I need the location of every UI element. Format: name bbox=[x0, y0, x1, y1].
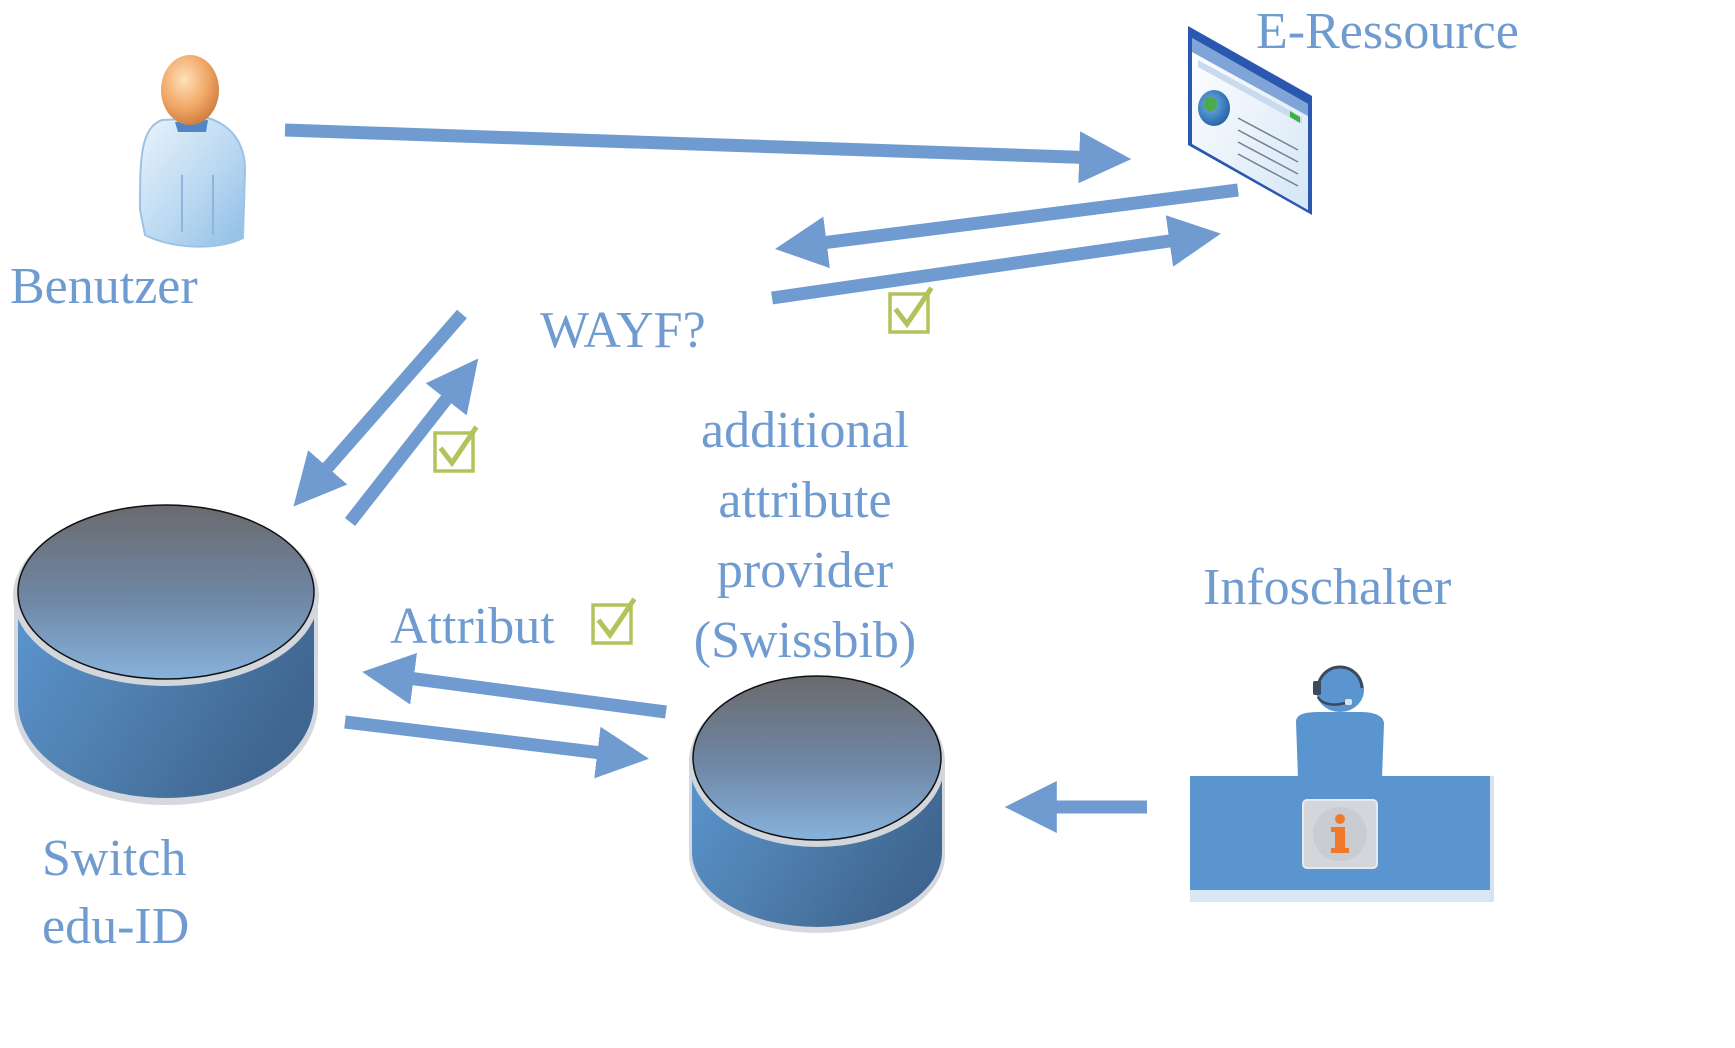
arrow-aap-to-switch bbox=[362, 652, 667, 719]
checkbox-checked-icon bbox=[433, 425, 479, 473]
arrows bbox=[284, 123, 1239, 833]
arrow-resource-to-wayf bbox=[775, 183, 1239, 269]
arrow-switch-to-wayf bbox=[344, 358, 479, 527]
label-aap-line4: (Swissbib) bbox=[694, 612, 916, 669]
label-user: Benutzer bbox=[10, 258, 198, 315]
label-aap-line1: additional bbox=[701, 402, 909, 459]
label-switch-line2: edu-ID bbox=[42, 898, 189, 955]
checkbox-checked-icon bbox=[888, 286, 934, 334]
label-switch-line1: Switch bbox=[42, 830, 186, 887]
checkbox-checked-icon bbox=[591, 597, 637, 645]
arrow-wayf-to-switch bbox=[293, 309, 467, 507]
label-resource: E-Ressource bbox=[1256, 3, 1519, 60]
label-attribute: Attribut bbox=[390, 598, 555, 655]
arrow-wayf-to-resource bbox=[771, 215, 1221, 305]
database-icon bbox=[13, 504, 319, 805]
info-icon bbox=[1313, 807, 1367, 861]
label-desk: Infoschalter bbox=[1203, 559, 1451, 616]
label-aap-line3: provider bbox=[717, 542, 893, 599]
database-icon bbox=[689, 675, 945, 933]
label-aap-line2: attribute bbox=[718, 472, 891, 529]
label-wayf: WAYF? bbox=[540, 302, 706, 359]
web-page-icon bbox=[1188, 26, 1312, 215]
person-icon bbox=[138, 55, 247, 248]
help-desk-icon bbox=[1190, 665, 1494, 902]
arrow-user-to-resource bbox=[284, 123, 1132, 184]
arrow-switch-to-aap bbox=[344, 715, 649, 779]
